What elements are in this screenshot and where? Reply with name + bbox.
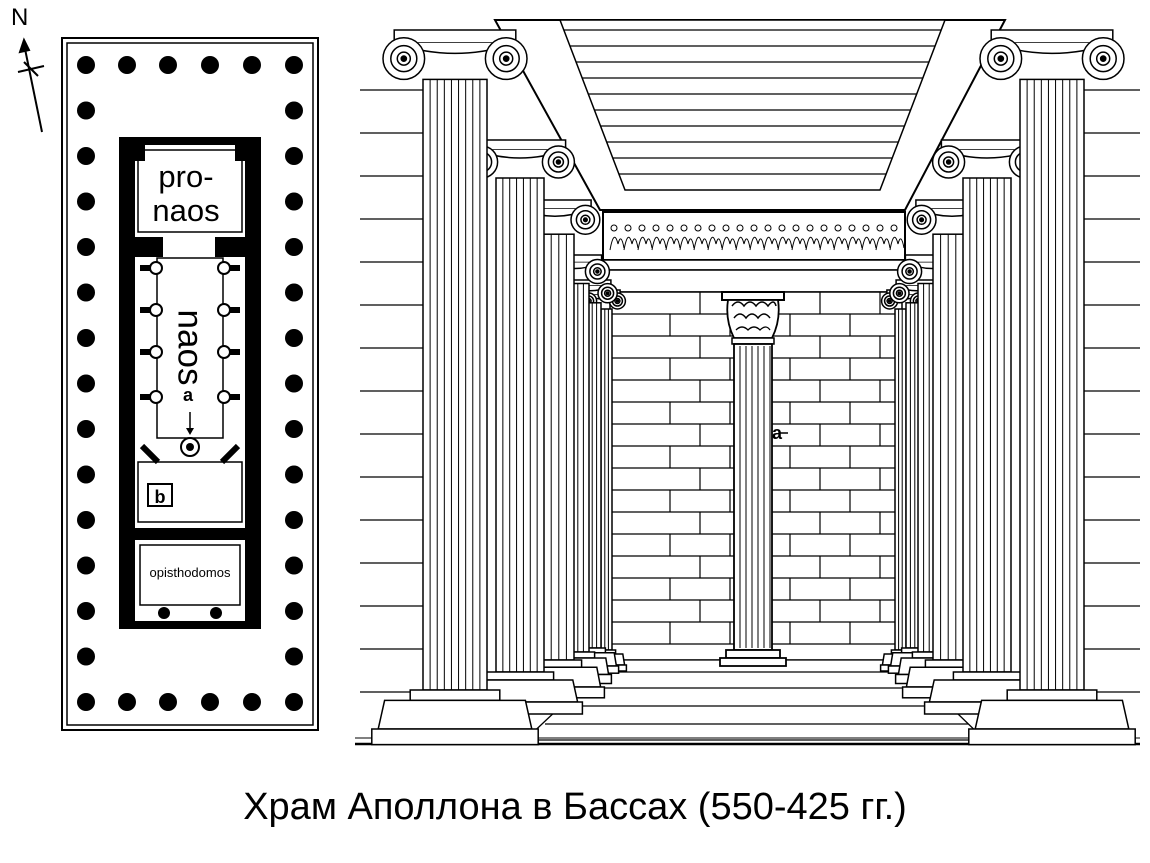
diagonal-spur-walls (139, 443, 241, 465)
opisthodomos-room (139, 544, 241, 606)
plan-marker-a: a (183, 385, 194, 405)
naos-room (156, 257, 224, 439)
stylobate-inner (66, 42, 314, 726)
naos-label: naos (170, 309, 210, 386)
wall-masonry-courses (360, 89, 1140, 693)
figure-caption: Храм Аполлона в Бассах (550-425 гг.) (243, 786, 907, 828)
temple-plan (17, 37, 319, 731)
ionic-colonnade (371, 29, 1136, 746)
opisthodomos-label: opisthodomos (149, 565, 231, 580)
cella-walls (119, 137, 261, 629)
pronaos-room (137, 149, 243, 233)
sculpted-frieze (609, 224, 905, 251)
corinthian-column (719, 291, 788, 667)
north-arrow (17, 37, 45, 133)
pronaos-label-line-2: naos (152, 193, 220, 228)
plan-marker-b: b (147, 483, 173, 507)
naos-engaged-columns (140, 261, 240, 404)
pronaos-label: pro- naos (138, 160, 234, 228)
pronaos-label-line-1: pro- (158, 159, 214, 194)
peristyle-columns (77, 56, 303, 711)
temple-interior-view (355, 19, 1140, 746)
ceiling-coffers (563, 29, 942, 175)
interior-marker-a: a (772, 423, 783, 443)
north-label: N (11, 4, 29, 31)
stylobate-outer (61, 37, 319, 731)
frieze-band (602, 211, 906, 261)
central-column-marker (180, 412, 200, 457)
